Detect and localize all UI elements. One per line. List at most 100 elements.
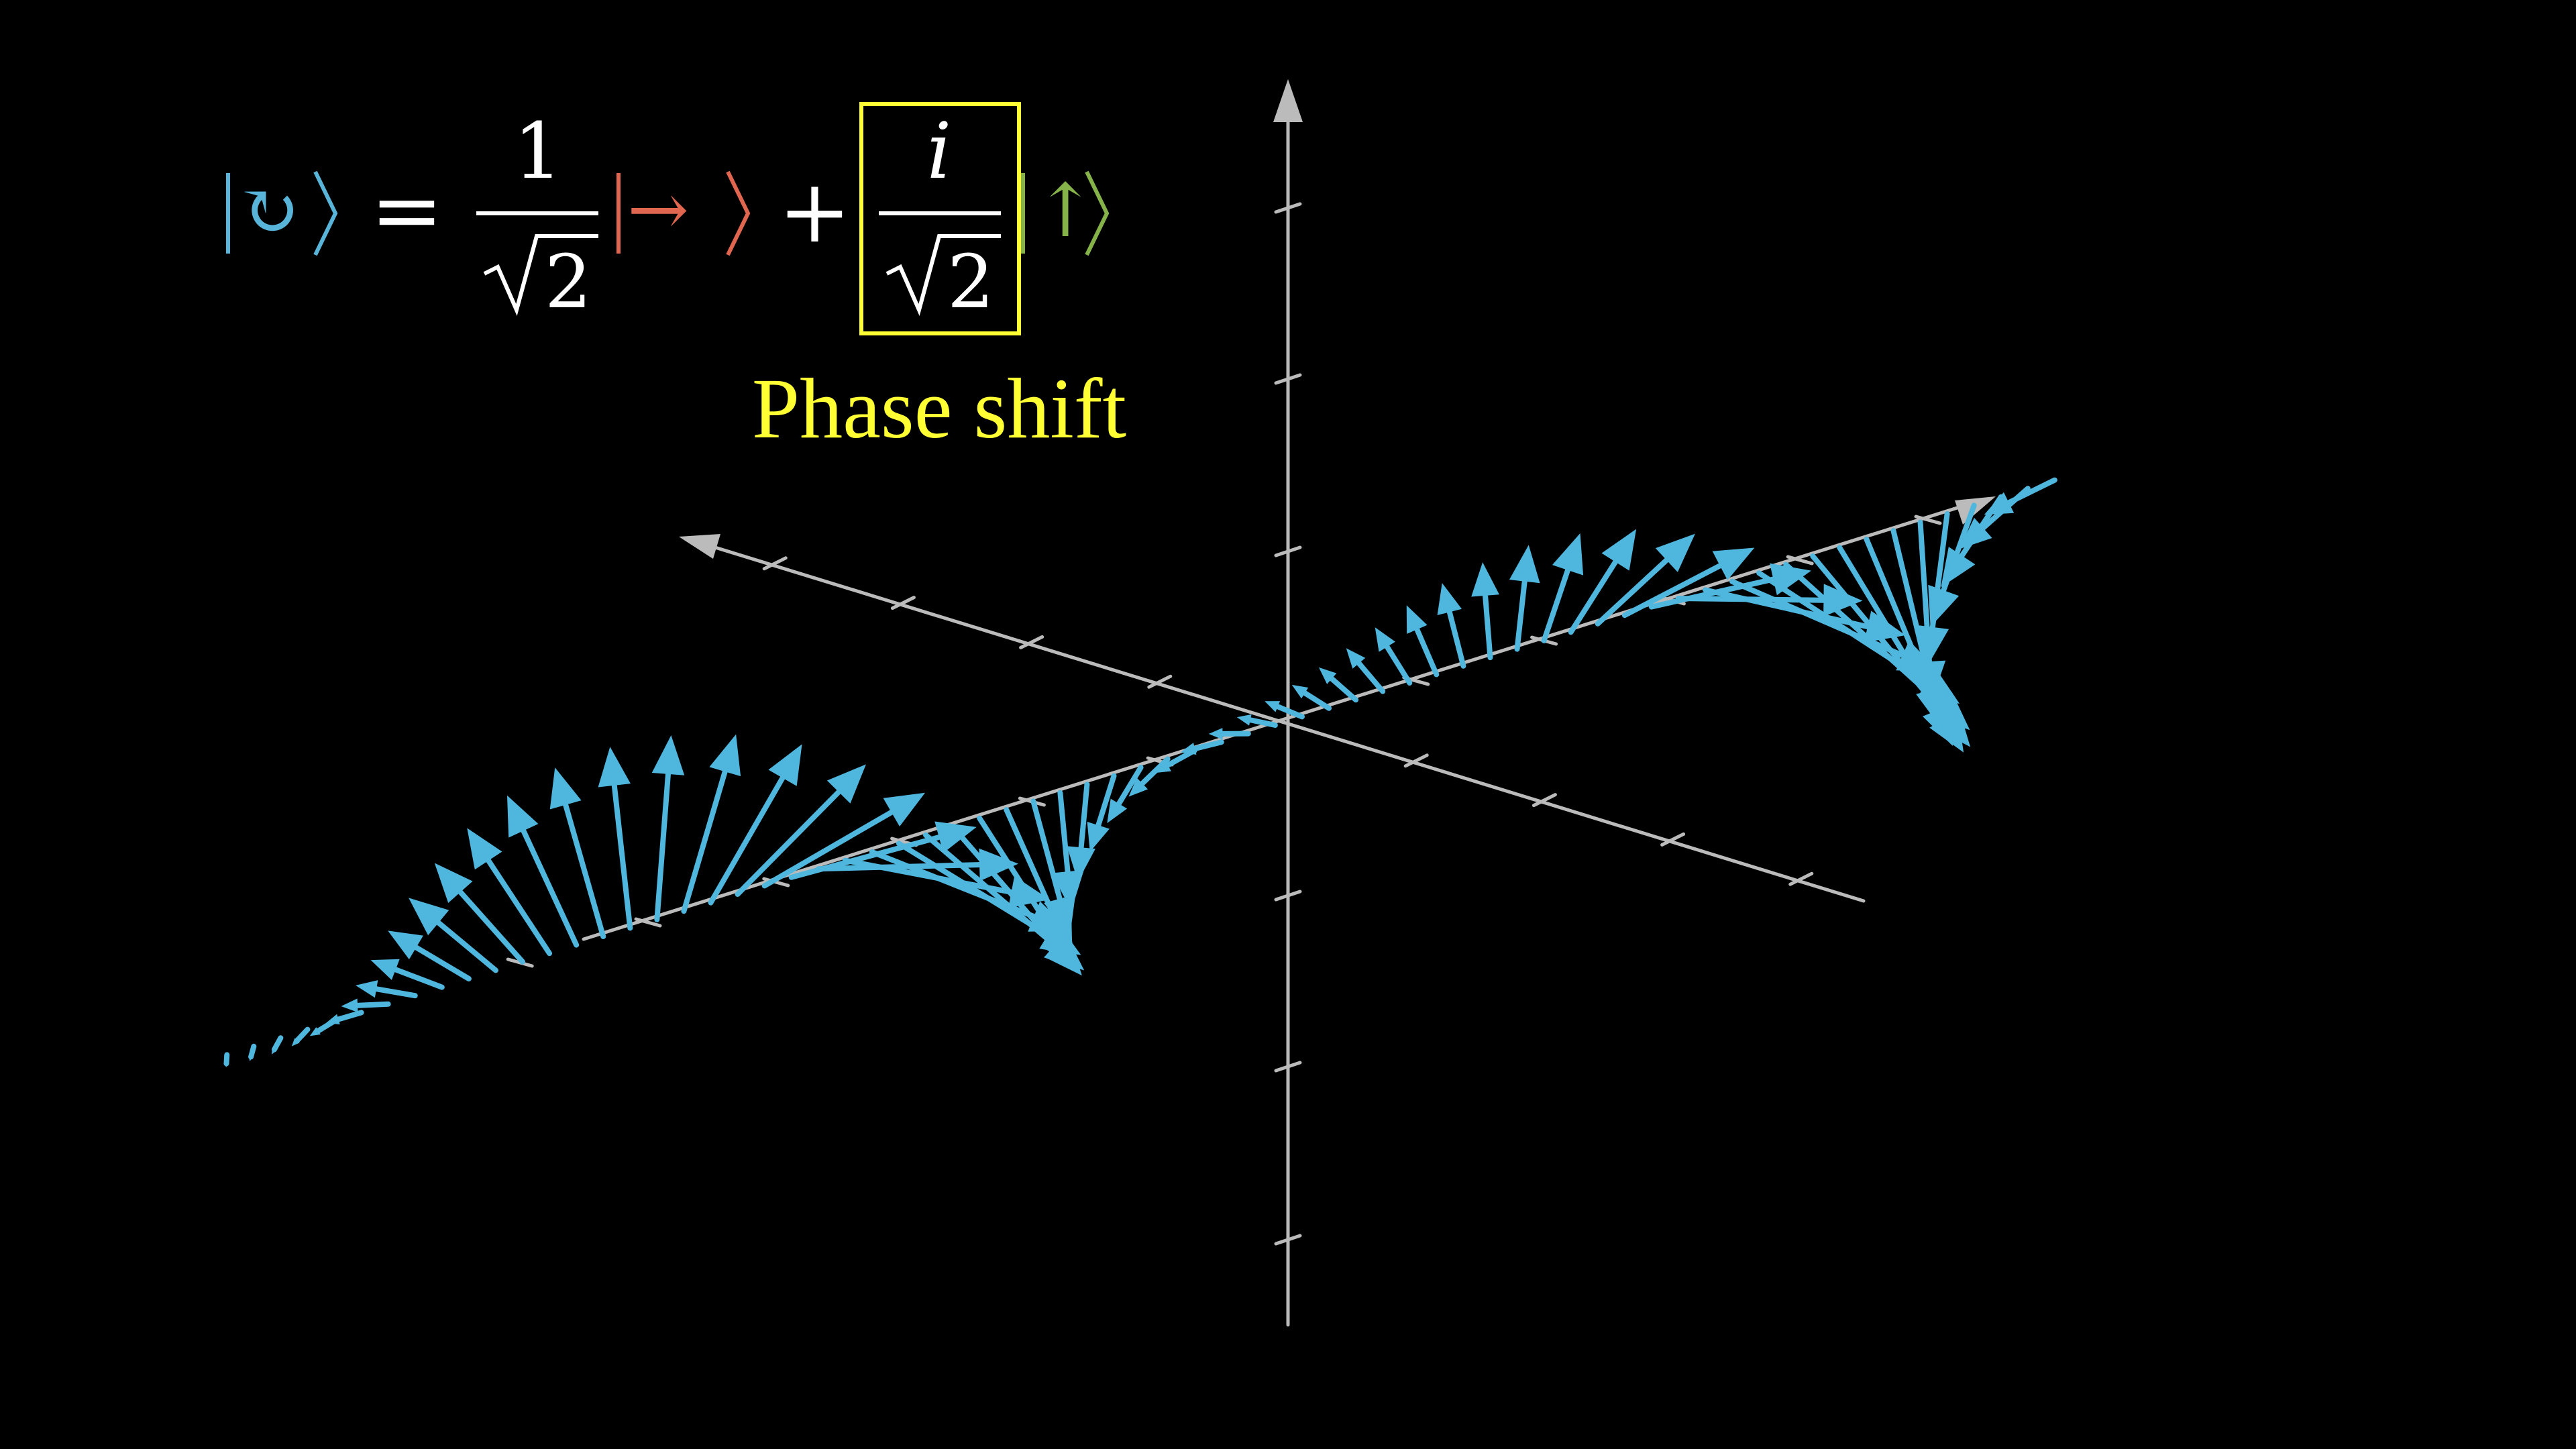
field-vector	[977, 815, 1063, 946]
field-vector	[1413, 623, 1440, 678]
field-vector	[352, 1001, 391, 1009]
vector-arrowhead-icon	[979, 848, 1019, 881]
field-vector	[610, 777, 633, 931]
field-vector	[654, 765, 672, 922]
axis-tick	[1786, 555, 1814, 566]
vector-arrowhead-icon	[768, 744, 802, 786]
vector-arrowhead-icon	[1236, 714, 1252, 726]
vector-arrowhead-icon	[388, 930, 423, 960]
coef1-radical-sign	[483, 234, 598, 316]
vector-arrowhead-icon	[1375, 627, 1395, 652]
vector-arrowhead-icon	[224, 1063, 229, 1068]
vector-arrowhead-icon	[1655, 533, 1695, 572]
vector-arrowhead-icon	[1471, 562, 1499, 597]
vector-arrowhead-icon	[1265, 701, 1281, 712]
vector-arrowhead-icon	[1437, 583, 1462, 616]
vector-arrowhead-icon	[409, 898, 449, 936]
axis-tick	[1788, 871, 1814, 886]
vector-arrowhead-icon	[467, 828, 502, 870]
ket-vertical: ↑	[1021, 168, 1110, 256]
axis-tick	[1147, 674, 1173, 689]
vector-arrowhead-icon	[1153, 759, 1171, 773]
axis-tick	[1019, 635, 1044, 649]
vector-arrowhead-icon	[1928, 584, 1960, 627]
vector-arrowhead-icon	[1128, 777, 1148, 797]
vector-arrowhead-icon	[249, 1055, 254, 1061]
field-vector	[271, 1035, 284, 1053]
axis-tick	[1274, 545, 1302, 557]
vector-arrowhead-icon	[1406, 605, 1428, 634]
vector-arrowhead-icon	[934, 821, 977, 853]
axis-tick	[1532, 793, 1557, 808]
vector-arrowhead-icon	[356, 980, 378, 998]
vector-arrowhead-icon	[1916, 625, 1949, 666]
field-vector	[2002, 477, 2057, 507]
axis-tick	[1660, 832, 1686, 847]
axis-tick	[1274, 373, 1302, 385]
y-axis-arrowhead-icon	[679, 534, 720, 559]
axis-tick	[634, 917, 662, 928]
vector-arrowhead-icon	[271, 1047, 278, 1055]
axis-tick	[1914, 515, 1942, 525]
vector-arrowhead-icon	[1051, 869, 1084, 910]
up-arrow-icon: ↑	[1034, 168, 1096, 254]
field-vector	[1030, 798, 1064, 908]
vector-arrowhead-icon	[1913, 660, 1946, 701]
phase-shift-label: Phase shift	[752, 361, 1126, 456]
field-vector	[1273, 703, 1305, 720]
vector-arrowhead-icon	[326, 1014, 340, 1025]
vector-arrowhead-icon	[549, 767, 582, 810]
vector-arrowhead-icon	[651, 735, 685, 775]
field-vector	[1300, 689, 1332, 711]
vector-arrowhead-icon	[1180, 743, 1197, 755]
field-vector	[1595, 553, 1674, 627]
lhs-ket: ↻	[226, 168, 338, 256]
ket-angle	[313, 170, 338, 256]
field-vector	[735, 785, 846, 897]
vector-arrowhead-icon	[1087, 821, 1110, 852]
field-vector	[1514, 573, 1528, 652]
field-vector	[248, 1043, 257, 1060]
vector-arrowhead-icon	[1923, 704, 1953, 747]
plus-sign: +	[778, 160, 851, 262]
coef1-numerator: 1	[513, 107, 562, 197]
field-vector	[518, 822, 580, 948]
field-vector	[1327, 674, 1359, 703]
vector-arrowhead-icon	[1067, 846, 1095, 881]
vector-arrowhead-icon	[709, 734, 741, 777]
field-vector	[1245, 716, 1278, 728]
field-vector	[1077, 782, 1090, 855]
field-vector	[1568, 554, 1621, 635]
vector-arrowhead-icon	[1044, 894, 1076, 936]
x-axis-propagation	[582, 501, 1974, 941]
coefficient-two: i 2	[859, 102, 1021, 335]
x-axis-arrowhead-icon	[1955, 496, 1996, 525]
field-vector	[482, 853, 553, 957]
axis-tick	[1274, 202, 1302, 214]
ket-angle	[726, 170, 751, 256]
field-vector	[409, 942, 472, 981]
vector-arrowhead-icon	[1984, 492, 2015, 515]
field-vector	[1057, 790, 1071, 880]
vector-arrowhead-icon	[1552, 533, 1584, 576]
superposition-equation: ↻ = 1 2 → + i 2 ↑	[226, 102, 1110, 335]
vector-arrowhead-icon	[598, 747, 631, 788]
axis-tick	[1403, 753, 1429, 768]
axis-tick	[890, 596, 916, 610]
field-vector	[453, 885, 526, 965]
axis-tick	[1274, 1061, 1302, 1073]
vector-arrowhead-icon	[309, 1027, 321, 1036]
field-vector	[370, 985, 418, 999]
vector-arrowhead-icon	[1509, 545, 1540, 584]
counterclockwise-arrow-icon: ↻	[238, 168, 300, 254]
field-vector	[761, 806, 900, 889]
vector-arrowhead-icon	[434, 863, 473, 904]
field-vector	[1621, 560, 1728, 619]
field-vector	[1190, 739, 1224, 752]
vector-arrowhead-icon	[1916, 686, 1948, 729]
vector-arrowhead-icon	[1208, 728, 1223, 740]
equals-sign: =	[370, 159, 443, 261]
coordinate-axes	[506, 79, 1996, 1327]
vector-arrowhead-icon	[883, 792, 926, 826]
